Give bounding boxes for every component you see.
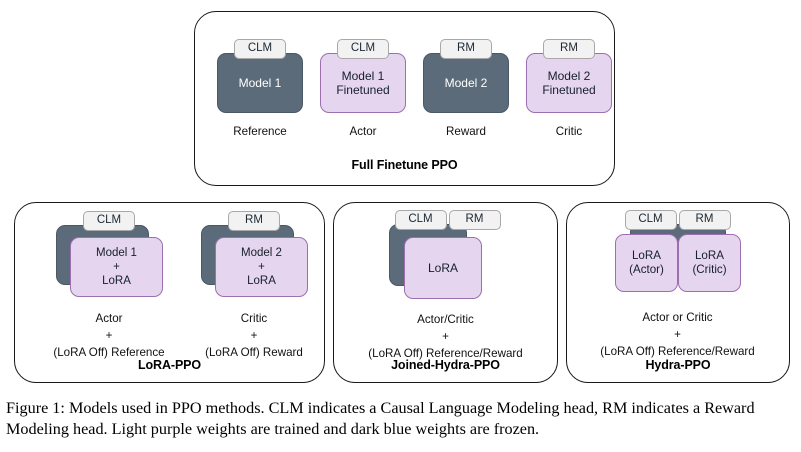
box-line-1: Model 1 <box>96 247 137 260</box>
model-box-model-1: Model 1 <box>217 53 303 114</box>
model-column-reference: CLM Model 1 Reference <box>214 38 306 141</box>
head-tag-clm: CLM <box>83 211 135 232</box>
head-tag-clm: CLM <box>234 39 286 60</box>
stacked-model-box-model-2-lora: Model 2 + LoRA <box>178 225 324 299</box>
head-tag-rm: RM <box>448 210 501 231</box>
box-line-3: LoRA <box>247 275 276 288</box>
box-line-2: + <box>258 261 265 274</box>
box-line-2: + <box>113 261 120 274</box>
model-role-line-2: + <box>105 329 113 343</box>
panel-title-joined-hydra-ppo: Joined-Hydra-PPO <box>391 358 500 372</box>
stacked-model-box-joined-lora: LoRA <box>336 224 555 302</box>
box-line-1: LoRA <box>631 249 661 263</box>
panel-title-full-finetune-ppo: Full Finetune PPO <box>351 158 458 172</box>
panel-title-hydra-ppo: Hydra-PPO <box>645 358 711 372</box>
head-tag-rm: RM <box>228 211 280 232</box>
figure-caption: Figure 1: Models used in PPO methods. CL… <box>6 399 755 439</box>
model-box-line-1: Model 1 <box>238 75 282 90</box>
model-role-line-3: (LoRA Off) Reward <box>205 345 303 359</box>
model-box-model-1-finetuned: Model 1 Finetuned <box>320 53 406 114</box>
model-role-line-2: + <box>442 330 449 344</box>
model-role-line-1: Critic <box>240 312 268 326</box>
head-tag-rm: RM <box>543 39 595 60</box>
box-label-lora: LoRA <box>427 260 459 275</box>
model-column-hydra: CLM RM LoRA (Actor) LoRA (Critic) Actor … <box>568 210 787 361</box>
model-box-line-1: Model 2 <box>444 75 488 90</box>
model-column-actor: CLM Model 1 Finetuned Actor <box>317 38 409 141</box>
box-line-2: (Actor) <box>629 263 664 277</box>
trained-lora-actor-box: LoRA (Actor) <box>615 234 678 293</box>
model-box-line-2: Finetuned <box>542 83 596 98</box>
box-line-1: Model 2 <box>241 247 282 260</box>
head-tag-clm: CLM <box>394 210 447 231</box>
head-tag-clm: CLM <box>624 210 677 231</box>
figure-diagram: CLM Model 1 Reference CLM Model 1 Finetu… <box>14 11 790 383</box>
model-column-lora-critic: RM Model 2 + LoRA Critic + (LoRA Off) Re… <box>178 210 324 362</box>
model-column-critic: RM Model 2 Finetuned Critic <box>523 38 615 141</box>
trained-lora-box: LoRA <box>404 237 482 300</box>
model-column-joined-hydra: CLM RM LoRA Actor/Critic + (LoRA Off) Re… <box>336 210 555 363</box>
model-role-line-2: + <box>674 328 681 342</box>
trained-lora-critic-box: LoRA (Critic) <box>678 234 741 293</box>
stacked-model-box-model-1-lora: Model 1 + LoRA <box>33 225 179 299</box>
box-line-3: LoRA <box>102 275 131 288</box>
panel-title-lora-ppo: LoRA-PPO <box>137 358 202 372</box>
head-tag-rm: RM <box>678 210 731 231</box>
model-role-reference: Reference <box>233 125 287 139</box>
model-box-model-2: Model 2 <box>423 53 509 114</box>
head-tag-clm: CLM <box>337 39 389 60</box>
model-column-reward: RM Model 2 Reward <box>420 38 512 141</box>
model-role-line-1: Actor or Critic <box>642 311 713 325</box>
model-column-lora-actor: CLM Model 1 + LoRA Actor + (LoRA Off) Re… <box>33 210 179 362</box>
model-role-line-3: (LoRA Off) Reference/Reward <box>600 344 755 358</box>
model-role-reward: Reward <box>446 125 486 139</box>
model-role-critic: Critic <box>555 125 583 139</box>
model-role-line-1: Actor <box>95 312 123 326</box>
box-line-2: (Critic) <box>692 263 727 277</box>
head-tag-rm: RM <box>440 39 492 60</box>
model-box-line-1: Model 2 <box>547 68 591 83</box>
model-box-line-2: Finetuned <box>336 83 390 98</box>
trained-lora-box: Model 2 + LoRA <box>215 237 308 298</box>
model-box-line-1: Model 1 <box>341 68 385 83</box>
trained-lora-box: Model 1 + LoRA <box>70 237 163 298</box>
box-line-1: LoRA <box>694 249 724 263</box>
model-role-line-2: + <box>250 329 258 343</box>
twin-lora-box-group: LoRA (Actor) LoRA (Critic) <box>568 224 787 294</box>
model-role-line-1: Actor/Critic <box>417 313 474 327</box>
model-box-model-2-finetuned: Model 2 Finetuned <box>526 53 612 114</box>
model-role-actor: Actor <box>349 125 377 139</box>
model-role-line-3: (LoRA Off) Reference/Reward <box>368 346 523 360</box>
model-role-line-3: (LoRA Off) Reference <box>53 345 165 359</box>
